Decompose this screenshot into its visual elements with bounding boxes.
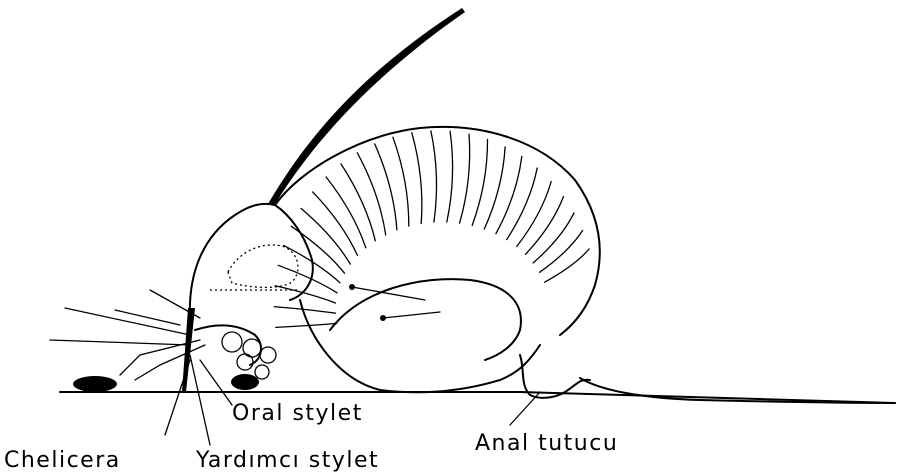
body-ring (313, 192, 358, 256)
label-chelicera: Chelicera (4, 448, 121, 473)
pointer-anal (510, 392, 540, 425)
pointer-yardimci (190, 355, 210, 445)
body-ring (472, 139, 487, 225)
head-dotted-outline (228, 245, 298, 287)
body-ring (412, 133, 422, 224)
antenna (268, 8, 465, 206)
label-anal-tutucu: Anal tutucu (475, 431, 618, 456)
mouthpart-cluster (222, 332, 276, 390)
pointer-chelicera (165, 360, 190, 435)
pointer-line-2 (383, 312, 440, 318)
label-yardimci-stylet: Yardımcı stylet (195, 448, 379, 473)
internal-sac (330, 279, 521, 360)
body-rings (274, 131, 589, 328)
seta-4 (150, 290, 200, 318)
body-ring (274, 307, 335, 314)
seta-2 (50, 340, 190, 345)
head-shield (190, 204, 313, 318)
seta-3 (115, 310, 180, 325)
seta-1 (65, 308, 190, 335)
body-ring (326, 177, 366, 248)
body-ring (357, 153, 385, 235)
pointer-dot-2 (380, 315, 386, 321)
pointer-oral (200, 360, 232, 405)
body-ring (375, 144, 397, 230)
body-dorsal-outline (275, 127, 600, 335)
label-oral-stylet: Oral stylet (232, 401, 363, 426)
body-ring (447, 131, 453, 222)
body-ring (496, 157, 522, 234)
body-ring (301, 208, 350, 264)
body-ring (460, 134, 470, 223)
body-ring (545, 249, 590, 282)
pointer-dot-1 (349, 284, 355, 290)
body-ring (507, 168, 538, 240)
body-ring (431, 131, 437, 222)
claw-blob (73, 376, 117, 392)
body-ring (276, 323, 337, 327)
